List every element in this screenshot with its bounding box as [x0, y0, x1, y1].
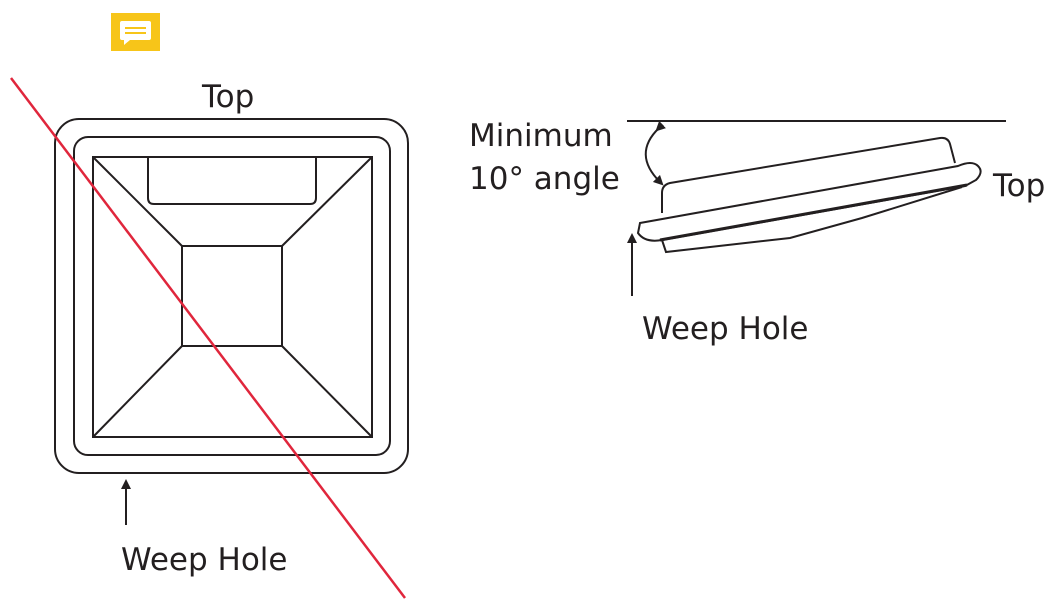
right-top-label: Top — [993, 168, 1045, 204]
tilted-drain-side-view — [638, 138, 981, 252]
drain-center-opening — [182, 246, 282, 346]
left-weep-hole-label: Weep Hole — [121, 542, 287, 578]
left-top-label: Top — [202, 79, 254, 115]
drain-raised-top-profile — [662, 138, 955, 213]
drain-top-tab — [148, 157, 316, 204]
drain-body-underside — [662, 187, 962, 252]
angle-label-line1: Minimum — [469, 118, 613, 154]
angle-label-line2: 10° angle — [469, 161, 620, 197]
sticky-note-comment-icon[interactable] — [111, 13, 160, 51]
angle-indicator-arrow — [646, 128, 660, 182]
drain-flange-profile — [638, 163, 981, 241]
right-weep-hole-label: Weep Hole — [642, 311, 808, 347]
square-drain-front-view — [55, 119, 408, 473]
